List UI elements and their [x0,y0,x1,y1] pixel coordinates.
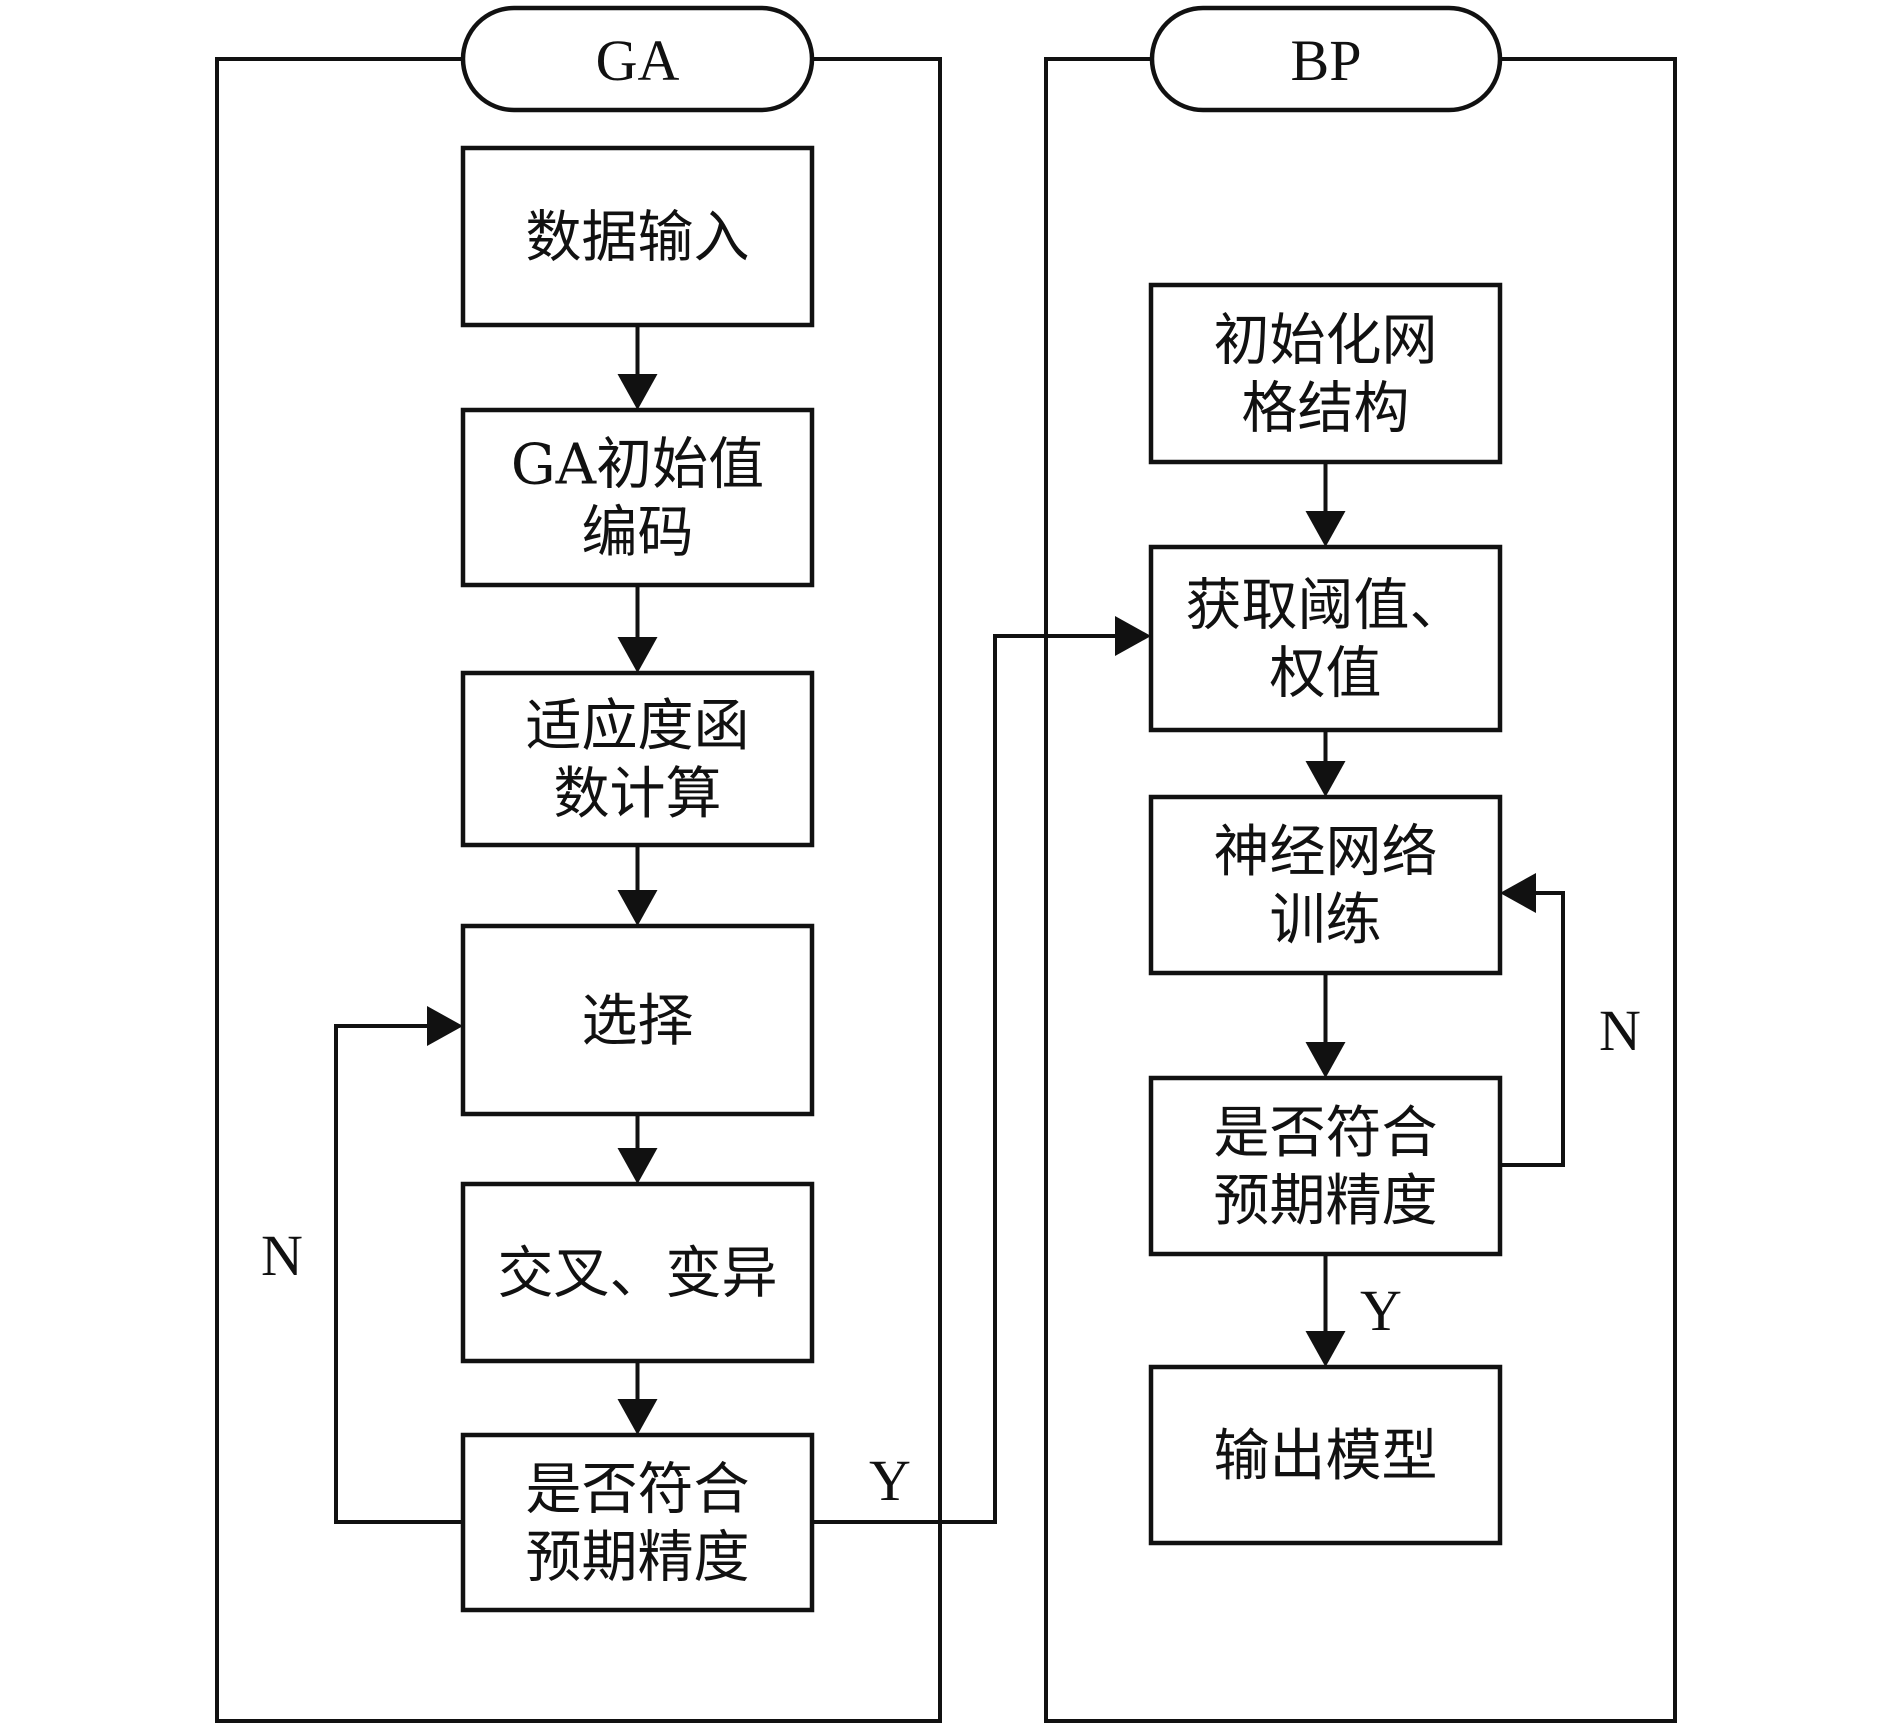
flow-node-box [1148,794,1503,976]
bp-exit-label-y: Y [1360,1278,1402,1343]
arrowhead-down-icon [1305,761,1346,797]
flow-node-label-line: 预期精度 [1214,1169,1438,1234]
connectors [334,325,1565,1524]
flow-node-box [1148,1364,1503,1546]
bp-title-text: BP [1291,28,1362,93]
flow-node-label-line: 获取阈值、 [1186,574,1466,639]
flow-node-box [1148,1075,1503,1257]
flow-node-box [460,923,815,1117]
arrowhead-left-icon [1500,873,1536,913]
arrowhead-down-icon [617,374,658,410]
bp-loop-connector [1500,891,1565,1167]
flow-node-label-line: 适应度函 [526,694,750,759]
ga-panel-title: GA [460,5,815,113]
ga-title-text: GA [596,28,680,93]
flow-node-box [460,407,815,588]
flow-node-label-line: 数据输入 [526,206,750,271]
flow-node-label-line: 数计算 [554,762,722,827]
ga-to-bp-connector [812,634,1121,1524]
arrowhead-down-icon [617,1148,658,1184]
flow-node-label-line: 预期精度 [526,1526,750,1591]
flow-node-ga-1: 数据输入 [460,145,815,328]
flow-node-ga-4: 选择 [460,923,815,1117]
flow-node-box [460,670,815,848]
ga-title-pill [460,5,815,113]
arrowhead-right-icon [1115,616,1151,656]
flow-node-label-line: GA初始值 [511,433,764,498]
flow-node-label-line: 权值 [1270,642,1382,707]
arrowhead-down-icon [617,1399,658,1435]
flow-node-label-line: 交叉、变异 [498,1242,778,1307]
flow-node-label-line: 编码 [582,501,694,566]
flow-node-box [1148,544,1503,733]
ga-exit-label-y: Y [869,1448,911,1513]
flow-node-label-line: 格结构 [1242,377,1410,442]
flow-node-label-line: 训练 [1270,888,1382,953]
bp-loop-label-n: N [1599,998,1641,1063]
bp-panel-title: BP [1149,5,1503,113]
arrowhead-down-icon [1305,511,1346,547]
flow-node-box [460,1181,815,1364]
flow-node-label-line: 是否符合 [1214,1101,1438,1166]
flow-node-box [460,145,815,328]
flow-node-label-line: 输出模型 [1214,1424,1438,1489]
arrowhead-down-icon [1305,1331,1346,1367]
arrowhead-down-icon [617,890,658,926]
arrowhead-right-icon [427,1006,463,1046]
bp-title-pill [1149,5,1503,113]
flow-node-bp-5: 输出模型 [1148,1364,1503,1546]
ga-loop-label-n: N [261,1223,303,1288]
arrowhead-down-icon [1305,1042,1346,1078]
flow-node-bp-2: 获取阈值、权值 [1148,544,1503,733]
flow-node-box [1148,282,1503,465]
flow-node-label-line: 初始化网 [1214,309,1438,374]
flow-node-label-line: 选择 [582,989,694,1054]
flow-node-label-line: 是否符合 [526,1458,750,1523]
flow-node-ga-5: 交叉、变异 [460,1181,815,1364]
flow-node-label-line: 神经网络 [1214,820,1438,885]
ga-loop-connector [334,1024,463,1524]
flow-node-box [460,1432,815,1613]
arrowhead-down-icon [617,637,658,673]
